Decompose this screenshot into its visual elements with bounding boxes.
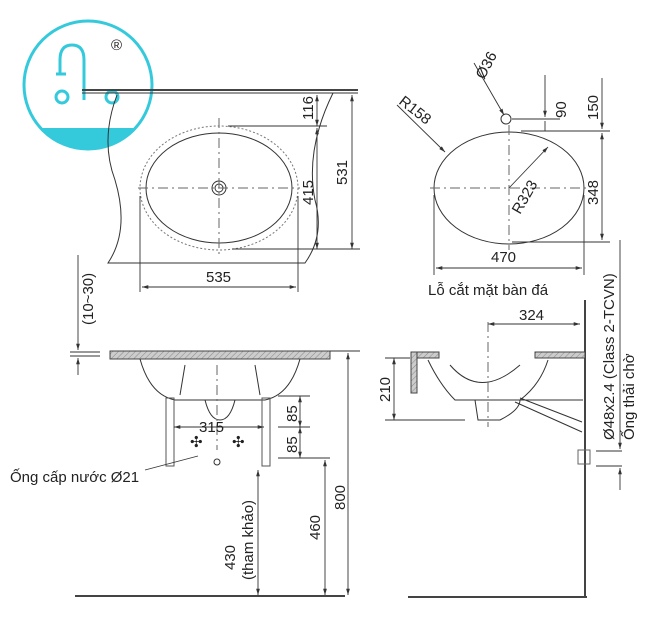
svg-text:(10~30): (10~30) <box>80 273 97 325</box>
svg-text:(tham khảo): (tham khảo) <box>240 500 257 580</box>
svg-text:90: 90 <box>553 101 570 118</box>
svg-text:800: 800 <box>332 485 349 510</box>
front-view: (10~30) 315 ✣ ✣ Ống cấp nước Ø21 85 85 4… <box>10 255 360 597</box>
top-view: 116 415 531 535 <box>82 89 360 292</box>
svg-text:Lỗ cắt mặt bàn đá: Lỗ cắt mặt bàn đá <box>428 282 549 299</box>
svg-text:210: 210 <box>377 377 394 402</box>
supply-pipe-left <box>165 397 175 467</box>
drain-outlet <box>577 449 591 465</box>
svg-text:✣: ✣ <box>190 434 203 451</box>
svg-text:470: 470 <box>491 249 516 266</box>
svg-text:324: 324 <box>519 307 544 324</box>
svg-text:460: 460 <box>307 515 324 540</box>
logo-water <box>40 128 136 150</box>
svg-text:415: 415 <box>300 180 317 205</box>
svg-text:Ø48x2.4 (Class 2-TCVN): Ø48x2.4 (Class 2-TCVN) <box>601 273 618 440</box>
side-view: 324 210 Ø48x2.4 (Class 2-TCVN) Ống thải … <box>377 240 638 598</box>
svg-text:535: 535 <box>206 269 231 286</box>
svg-text:Ống thải chờ: Ống thải chờ <box>620 353 638 440</box>
valve-icon <box>54 89 70 105</box>
faucet-hole <box>500 113 512 125</box>
svg-text:531: 531 <box>334 160 351 185</box>
svg-text:348: 348 <box>585 180 602 205</box>
svg-text:®: ® <box>111 37 122 54</box>
svg-text:116: 116 <box>300 96 317 120</box>
svg-text:✣: ✣ <box>232 434 245 451</box>
svg-text:Ống cấp nước Ø21: Ống cấp nước Ø21 <box>10 468 139 486</box>
svg-text:430: 430 <box>222 545 239 570</box>
svg-text:315: 315 <box>199 419 224 436</box>
supply-pipe-right <box>261 397 271 467</box>
svg-text:Ø36: Ø36 <box>473 49 501 82</box>
svg-text:150: 150 <box>585 95 602 120</box>
svg-text:85: 85 <box>284 436 301 453</box>
faucet-icon <box>58 43 86 100</box>
svg-text:85: 85 <box>284 405 301 422</box>
brand-logo: ® <box>22 19 154 151</box>
cutout-view: Ø36 R158 R323 90 150 348 470 Lỗ cắt mặt … <box>396 49 610 299</box>
